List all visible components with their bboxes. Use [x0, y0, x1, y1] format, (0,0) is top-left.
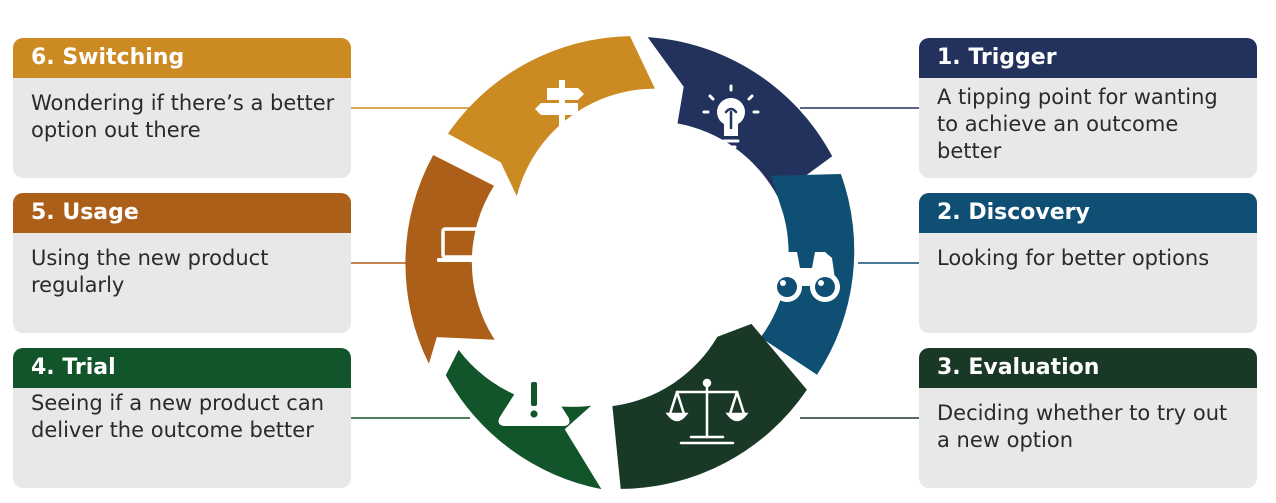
- segment-evaluation: [612, 323, 807, 489]
- scales-icon: [665, 378, 749, 445]
- card-trigger: 1. Trigger A tipping point for wanting t…: [919, 38, 1257, 178]
- card-title: 6. Switching: [13, 38, 351, 78]
- card-title: 4. Trial: [13, 348, 351, 388]
- card-title: 3. Evaluation: [919, 348, 1257, 388]
- card-discovery: 2. Discovery Looking for better options: [919, 193, 1257, 333]
- card-description: Looking for better options: [937, 246, 1210, 270]
- warning-icon: [498, 365, 570, 426]
- card-description: Seeing if a new product can deliver the …: [31, 391, 325, 442]
- card-title: 2. Discovery: [919, 193, 1257, 233]
- card-description: Using the new product regularly: [31, 246, 269, 297]
- card-usage: 5. Usage Using the new product regularly: [13, 193, 351, 333]
- card-title: 5. Usage: [13, 193, 351, 233]
- lightbulb-icon: [702, 84, 760, 149]
- card-description: A tipping point for wanting to achieve a…: [937, 85, 1218, 163]
- card-evaluation: 3. Evaluation Deciding whether to try ou…: [919, 348, 1257, 488]
- signpost-icon: [535, 80, 584, 135]
- card-switching: 6. Switching Wondering if there’s a bett…: [13, 38, 351, 178]
- binoculars-icon: [772, 252, 840, 302]
- card-trial: 4. Trial Seeing if a new product can del…: [13, 348, 351, 488]
- laptop-icon: [437, 227, 493, 262]
- card-title: 1. Trigger: [919, 38, 1257, 78]
- card-description: Deciding whether to try out a new option: [937, 401, 1228, 452]
- card-description: Wondering if there’s a better option out…: [31, 91, 335, 142]
- segment-switching: [447, 36, 655, 197]
